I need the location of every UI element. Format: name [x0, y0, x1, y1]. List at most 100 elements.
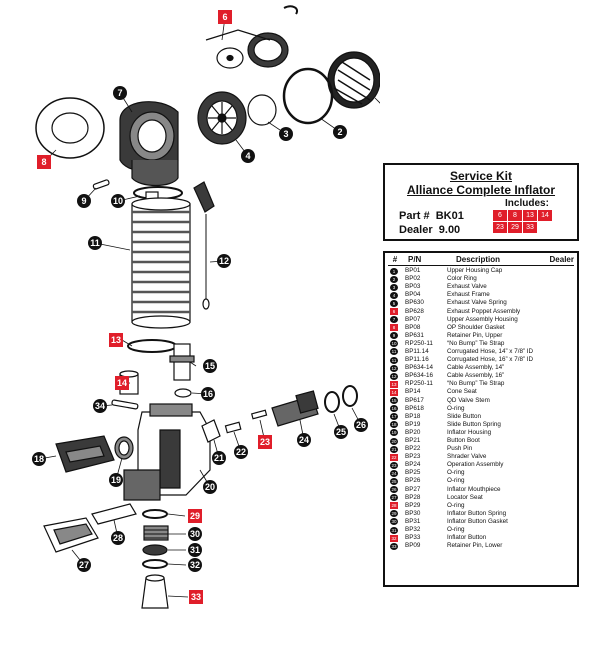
inflator-button-spring	[143, 525, 169, 541]
row-description: Exhaust Poppet Assembly	[447, 307, 521, 315]
kit-include-item: 8	[508, 210, 522, 221]
callout-label: 29	[190, 511, 200, 521]
operation-assembly	[271, 390, 319, 427]
row-part-number: BP24	[405, 461, 421, 469]
header-num: #	[392, 255, 398, 264]
row-part-number: BP09	[405, 542, 421, 550]
row-part-number: BP634-14	[405, 364, 434, 372]
callout-label: 12	[219, 256, 229, 266]
row-description: Upper Housing Cap	[447, 267, 503, 275]
row-description: O-ring	[447, 404, 465, 412]
callout-32: 32	[188, 558, 202, 572]
row-description: Color Ring	[447, 275, 477, 283]
retainer-pin-upper	[92, 179, 110, 190]
callout-23: 23	[258, 435, 272, 449]
callout-label: 20	[205, 482, 215, 492]
callout-label: 33	[191, 592, 201, 602]
callout-label: 3	[283, 129, 288, 139]
row-part-number: BP14	[405, 388, 421, 396]
row-description: Corrugated Hose, 16” x 7/8” ID	[447, 356, 534, 364]
row-description: Exhaust Frame	[447, 291, 490, 299]
callout-24: 24	[297, 433, 311, 447]
exhaust-valve	[247, 94, 277, 126]
row-description: OP Shoulder Gasket	[447, 323, 505, 331]
row-number-badge: 29	[390, 510, 398, 518]
callout-label: 4	[245, 151, 250, 161]
part-number-value: BK01	[435, 210, 464, 222]
callout-12: 12	[217, 254, 231, 268]
inflator-mouthpiece	[43, 517, 99, 553]
service-kit-details: Part # BK01 Dealer 9.00	[399, 209, 464, 237]
row-part-number: BP617	[405, 396, 424, 404]
row-part-number: BP28	[405, 493, 421, 501]
row-part-number: BP27	[405, 485, 421, 493]
row-description: Button Boot	[447, 437, 480, 445]
row-description: Inflator Housing	[447, 428, 492, 436]
row-number-badge: 20	[390, 437, 398, 445]
row-description: “No Bump” Tie Strap	[447, 339, 505, 347]
row-description: Cable Assembly, 14”	[447, 364, 505, 372]
row-part-number: BP08	[405, 323, 421, 331]
callout-label: 30	[190, 529, 200, 539]
row-description: Operation Assembly	[447, 461, 504, 469]
row-part-number: BP634-16	[405, 372, 434, 380]
kit-include-item: 33	[523, 222, 537, 233]
row-number-badge: 31	[390, 526, 398, 534]
row-part-number: BP26	[405, 477, 421, 485]
row-part-number: BP21	[405, 437, 421, 445]
row-description: Retainer Pin, Lower	[447, 542, 503, 550]
oring-32	[142, 559, 168, 569]
part-number-label: Part #	[399, 210, 430, 222]
row-number-badge: 26	[390, 486, 398, 494]
exploded-parts-diagram: 1234678910111213141516181920212223242526…	[32, 5, 380, 609]
row-number-badge: 27	[390, 494, 398, 502]
callout-2: 2	[333, 125, 347, 139]
row-number-badge: 5	[390, 299, 398, 307]
callout-14: 14	[115, 376, 129, 390]
callout-30: 30	[188, 527, 202, 541]
kit-include-item: 14	[538, 210, 552, 221]
button-boot	[201, 419, 221, 443]
inflator-button	[141, 574, 169, 609]
kit-include-item: 6	[493, 210, 507, 221]
callout-25: 25	[334, 425, 348, 439]
row-description: Push Pin	[447, 445, 473, 453]
service-kit-title: Service Kit	[449, 169, 513, 183]
callout-13: 13	[109, 333, 123, 347]
row-description: Slide Button Spring	[447, 420, 501, 428]
row-part-number: BP31	[405, 517, 421, 525]
row-number-badge: 22	[390, 453, 398, 461]
row-description: “No Bump” Tie Strap	[447, 380, 505, 388]
row-description: Cable Assembly, 16”	[447, 372, 505, 380]
callout-label: 34	[95, 401, 105, 411]
slide-button	[55, 435, 115, 473]
callout-label: 8	[41, 157, 46, 167]
spring-top	[283, 5, 298, 15]
row-number-badge: 9	[390, 332, 398, 340]
row-part-number: BP29	[405, 501, 421, 509]
row-number-badge: 16	[390, 405, 398, 413]
oring-29	[142, 509, 168, 519]
row-number-badge: 32	[390, 534, 398, 542]
callout-6: 6	[218, 10, 232, 24]
locator-seat	[91, 503, 137, 525]
row-number-badge: 30	[390, 518, 398, 526]
callout-27: 27	[77, 558, 91, 572]
kit-include-item: 23	[493, 222, 507, 233]
dealer-label: Dealer	[399, 224, 433, 236]
callout-label: 9	[81, 196, 86, 206]
row-part-number: BP33	[405, 534, 421, 542]
